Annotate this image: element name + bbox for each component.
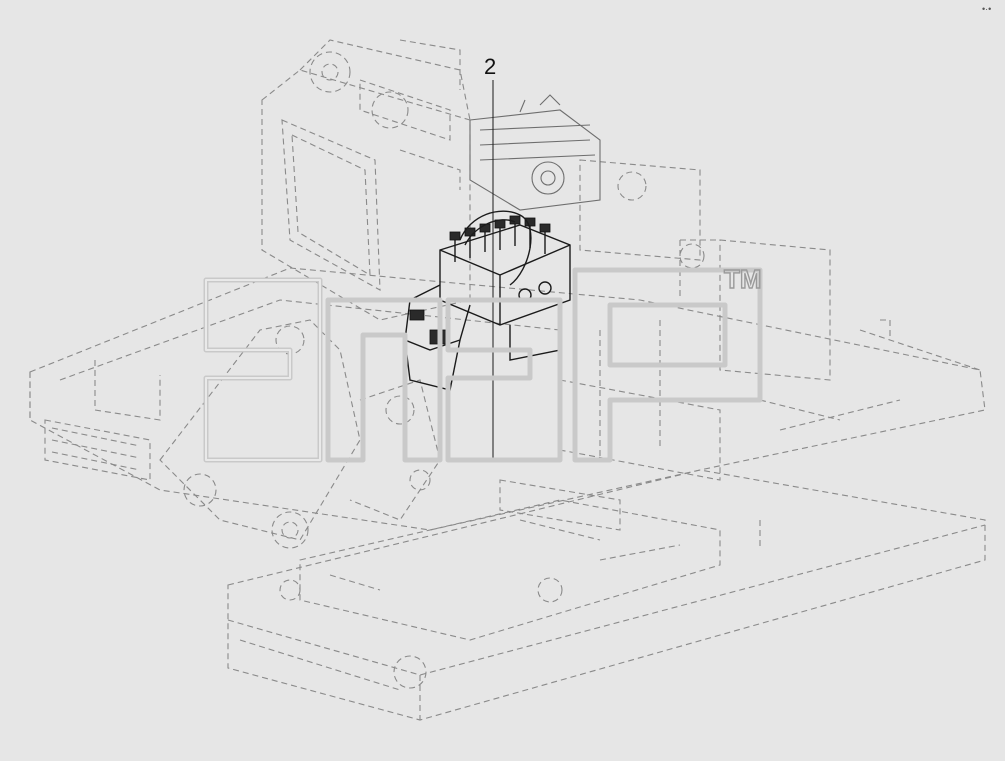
watermark-trademark: TM [724,264,762,294]
hydraulic-pump [469,94,601,211]
boom-bracket [159,319,441,549]
callout-2: 2 [484,54,496,460]
callout-label: 2 [484,54,496,79]
lower-frame [227,469,986,721]
corner-marker: •·• [982,4,991,14]
upper-frame [29,159,986,531]
watermark: TM [203,263,763,463]
